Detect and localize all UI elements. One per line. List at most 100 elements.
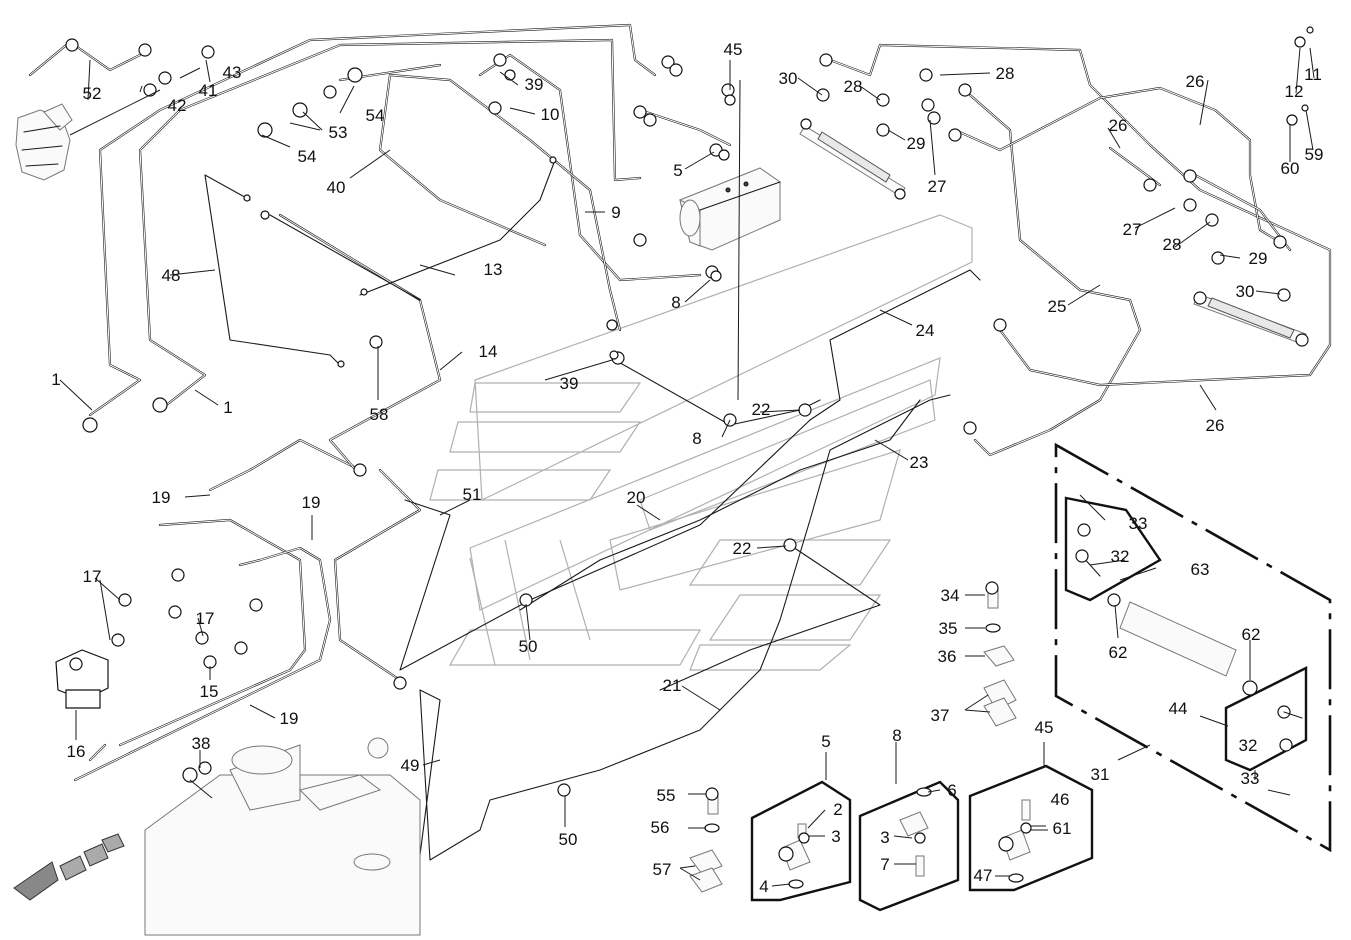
part-callout-c39a: 39 — [525, 75, 544, 94]
leader-line-49 — [1134, 207, 1176, 229]
part-callout-c19c: 19 — [280, 709, 299, 728]
pipe-run-core-5 — [74, 547, 331, 781]
leader-line-68 — [1117, 744, 1151, 761]
part-callout-c49: 49 — [401, 756, 420, 775]
leader-line-5 — [69, 89, 161, 136]
brake-line-1 — [204, 174, 341, 366]
leader-line-8 — [339, 85, 355, 114]
leader-line-38 — [525, 603, 531, 641]
brake-line-3 — [359, 159, 556, 296]
part-callout-c44: 44 — [1169, 699, 1188, 718]
fitting-69 — [1273, 235, 1287, 249]
fitting-36 — [111, 633, 125, 647]
fitting-71 — [1306, 26, 1314, 34]
leader-line-76 — [189, 779, 213, 799]
fitting-61 — [993, 318, 1007, 332]
leader-line-53 — [797, 77, 823, 96]
part-callout-c5b: 5 — [821, 732, 830, 751]
fitting-60 — [948, 128, 962, 142]
fitting-34 — [118, 593, 132, 607]
fitting-14 — [488, 101, 502, 115]
fitting-5 — [201, 45, 215, 59]
fitting-70 — [1294, 36, 1306, 48]
fitting-7 — [292, 102, 308, 118]
part-callout-c27a: 27 — [928, 177, 947, 196]
pipe-run-core-15 — [829, 44, 1331, 386]
leader-line-40 — [681, 685, 721, 711]
part-callout-c4: 4 — [759, 877, 768, 896]
fitting-63 — [1143, 178, 1157, 192]
leader-line-20 — [419, 264, 456, 276]
pipe-run-core-2 — [89, 24, 656, 416]
part-callout-c35: 35 — [939, 619, 958, 638]
part-callout-c23: 23 — [910, 453, 929, 472]
part-callout-c59: 59 — [1305, 145, 1324, 164]
leader-line-80 — [679, 867, 701, 881]
part-callout-c28b: 28 — [844, 77, 863, 96]
leader-line-65 — [1114, 604, 1119, 639]
part-callout-c60: 60 — [1281, 159, 1300, 178]
part-callout-c55: 55 — [657, 786, 676, 805]
fitting-62 — [963, 421, 977, 435]
part-callout-c12: 12 — [1285, 82, 1304, 101]
pipe-run-core-9 — [334, 469, 421, 681]
leader-line-28 — [94, 577, 121, 601]
part-callout-c32a: 32 — [1111, 547, 1130, 566]
part-callout-c29b: 29 — [1249, 249, 1268, 268]
part-callout-c16: 16 — [67, 742, 86, 761]
fitting-13 — [504, 69, 516, 81]
part-callout-c43: 43 — [223, 63, 242, 82]
part-callout-c50b: 50 — [559, 830, 578, 849]
part-callout-c15: 15 — [200, 682, 219, 701]
leader-line-16 — [737, 79, 741, 401]
leader-line-55 — [887, 129, 906, 141]
part-callout-c39b: 39 — [560, 374, 579, 393]
leader-line-42 — [756, 545, 787, 549]
part-callout-c53: 53 — [329, 123, 348, 142]
fitting-44 — [360, 288, 368, 296]
leader-line-43 — [874, 439, 909, 461]
part-callout-c26b: 26 — [1109, 116, 1128, 135]
leader-lines — [59, 47, 1315, 887]
fitting-64 — [1183, 169, 1197, 183]
leader-line-64 — [1119, 567, 1157, 581]
part-callout-c25: 25 — [1048, 297, 1067, 316]
leader-line-14 — [684, 151, 715, 170]
part-callout-c1a: 1 — [51, 370, 60, 389]
brake-line-7 — [614, 359, 821, 426]
leader-line-17 — [684, 279, 711, 303]
part-callout-c3a: 3 — [831, 827, 840, 846]
leader-line-51 — [1219, 254, 1241, 259]
fitting-11 — [152, 397, 168, 413]
pipe-run-core-11 — [379, 74, 621, 331]
fitting-35 — [168, 605, 182, 619]
part-callout-c48: 48 — [162, 266, 181, 285]
direction-arrow-icon — [13, 833, 125, 901]
pipe-run-core-13 — [639, 109, 731, 146]
fitting-24 — [633, 233, 647, 247]
fitting-8 — [323, 85, 337, 99]
part-callout-c47: 47 — [974, 866, 993, 885]
part-callout-c62b: 62 — [1109, 643, 1128, 662]
fitting-59 — [958, 83, 972, 97]
pipe-run-core-10 — [479, 54, 701, 281]
fitting-45 — [369, 335, 383, 349]
part-callout-c28a: 28 — [996, 64, 1015, 83]
leader-line-54 — [859, 85, 881, 101]
part-callout-c34: 34 — [941, 586, 960, 605]
clamp-assembly-34-37 — [983, 581, 1017, 727]
detail-panel-45 — [968, 764, 1094, 892]
pipe-run-11 — [378, 73, 622, 332]
fitting-57 — [927, 111, 941, 125]
fitting-58 — [876, 123, 890, 137]
leader-line-35 — [422, 759, 441, 766]
leader-line-84 — [771, 883, 791, 887]
fitting-10 — [82, 417, 98, 433]
fitting-48 — [260, 210, 270, 220]
pipe-run-core-3 — [139, 39, 641, 411]
part-callout-c36: 36 — [938, 647, 957, 666]
leader-line-57 — [939, 72, 991, 76]
leader-line-10 — [349, 149, 391, 179]
leader-line-21 — [439, 351, 463, 371]
